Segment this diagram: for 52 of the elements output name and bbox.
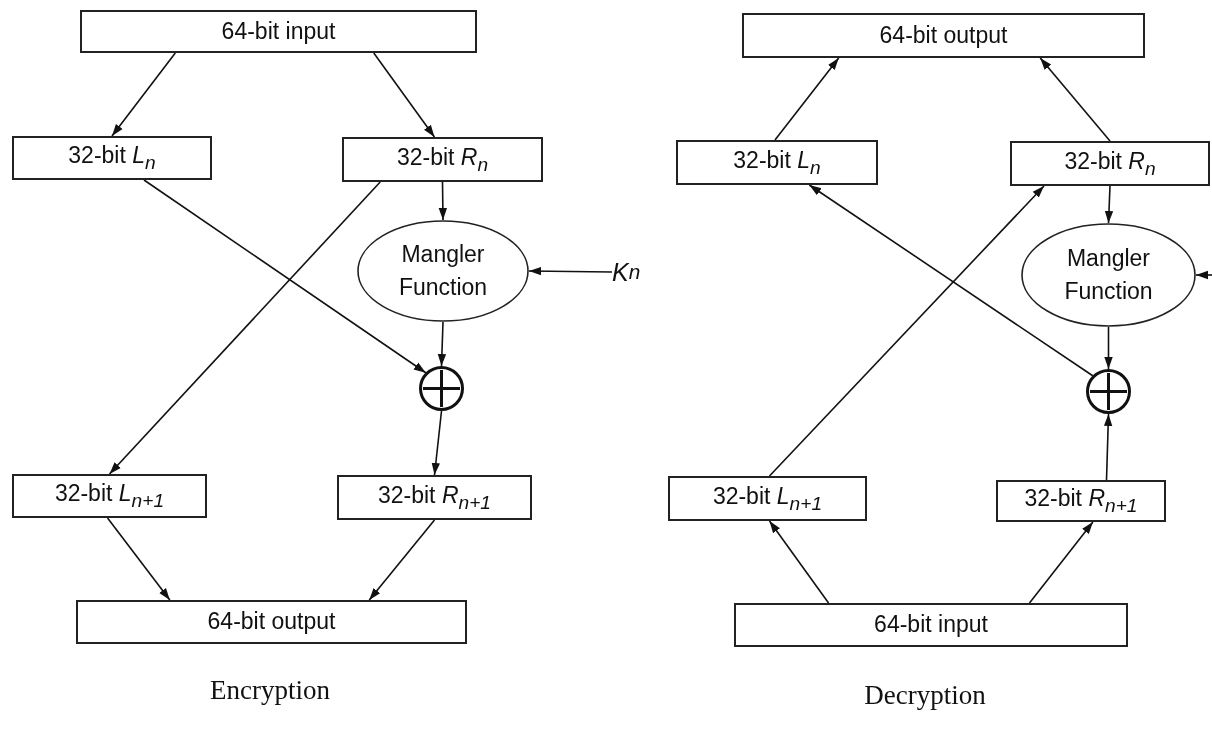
arrow	[106, 517, 171, 601]
box-label: 64-bit input	[221, 16, 336, 46]
arrow	[1104, 185, 1114, 224]
arrow	[111, 52, 177, 137]
arrow	[808, 184, 1094, 377]
process-box	[668, 476, 867, 521]
arrow	[768, 520, 830, 604]
process-box	[1010, 141, 1210, 186]
box-label: 32-bit R$_{n}$	[396, 142, 489, 177]
box-label: 32-bit L$_{n+1}$	[712, 481, 823, 516]
box-label: 32-bit R$_{n+1}$	[377, 480, 492, 515]
process-box	[337, 475, 532, 520]
box-label: 64-bit output	[879, 20, 1008, 50]
box-label: 64-bit input	[874, 610, 988, 640]
function-name: Mangler Function	[397, 239, 489, 302]
process-box	[342, 137, 543, 182]
box-label: 32-bit L$_{n}$	[68, 141, 156, 175]
xor-symbol	[1086, 369, 1131, 414]
function-ellipse	[1021, 223, 1196, 327]
arrow	[108, 181, 381, 475]
arrow	[1104, 326, 1113, 370]
process-box	[734, 603, 1128, 647]
process-box	[12, 136, 212, 180]
arrow	[774, 57, 840, 141]
arrow	[768, 185, 1045, 477]
process-box	[742, 13, 1145, 58]
function-name: Mangler Function	[1063, 243, 1154, 306]
xor-symbol	[419, 366, 464, 411]
process-box	[80, 10, 477, 53]
arrow	[431, 410, 443, 476]
arrow	[368, 519, 436, 601]
arrow	[143, 179, 427, 374]
arrow	[1195, 270, 1212, 280]
box-label: 32-bit R$_{n+1}$	[1024, 484, 1138, 518]
process-box	[676, 140, 878, 185]
diagram-caption: Encryption	[210, 674, 330, 706]
process-box	[76, 600, 467, 644]
process-box	[996, 480, 1166, 522]
diagram-caption: Decryption	[864, 679, 986, 711]
arrow	[1103, 413, 1113, 481]
function-ellipse	[357, 220, 529, 322]
box-label: 32-bit L$_{n}$	[733, 145, 821, 180]
arrow	[528, 266, 613, 276]
arrow	[438, 181, 448, 221]
arrow	[1039, 57, 1111, 142]
arrow	[437, 321, 447, 367]
box-label: 32-bit L$_{n+1}$	[54, 479, 165, 513]
arrow	[1028, 521, 1094, 604]
process-box	[12, 474, 207, 518]
box-label: 32-bit R$_{n}$	[1064, 146, 1156, 181]
box-label: 64-bit output	[207, 607, 336, 637]
arrow	[372, 52, 436, 138]
